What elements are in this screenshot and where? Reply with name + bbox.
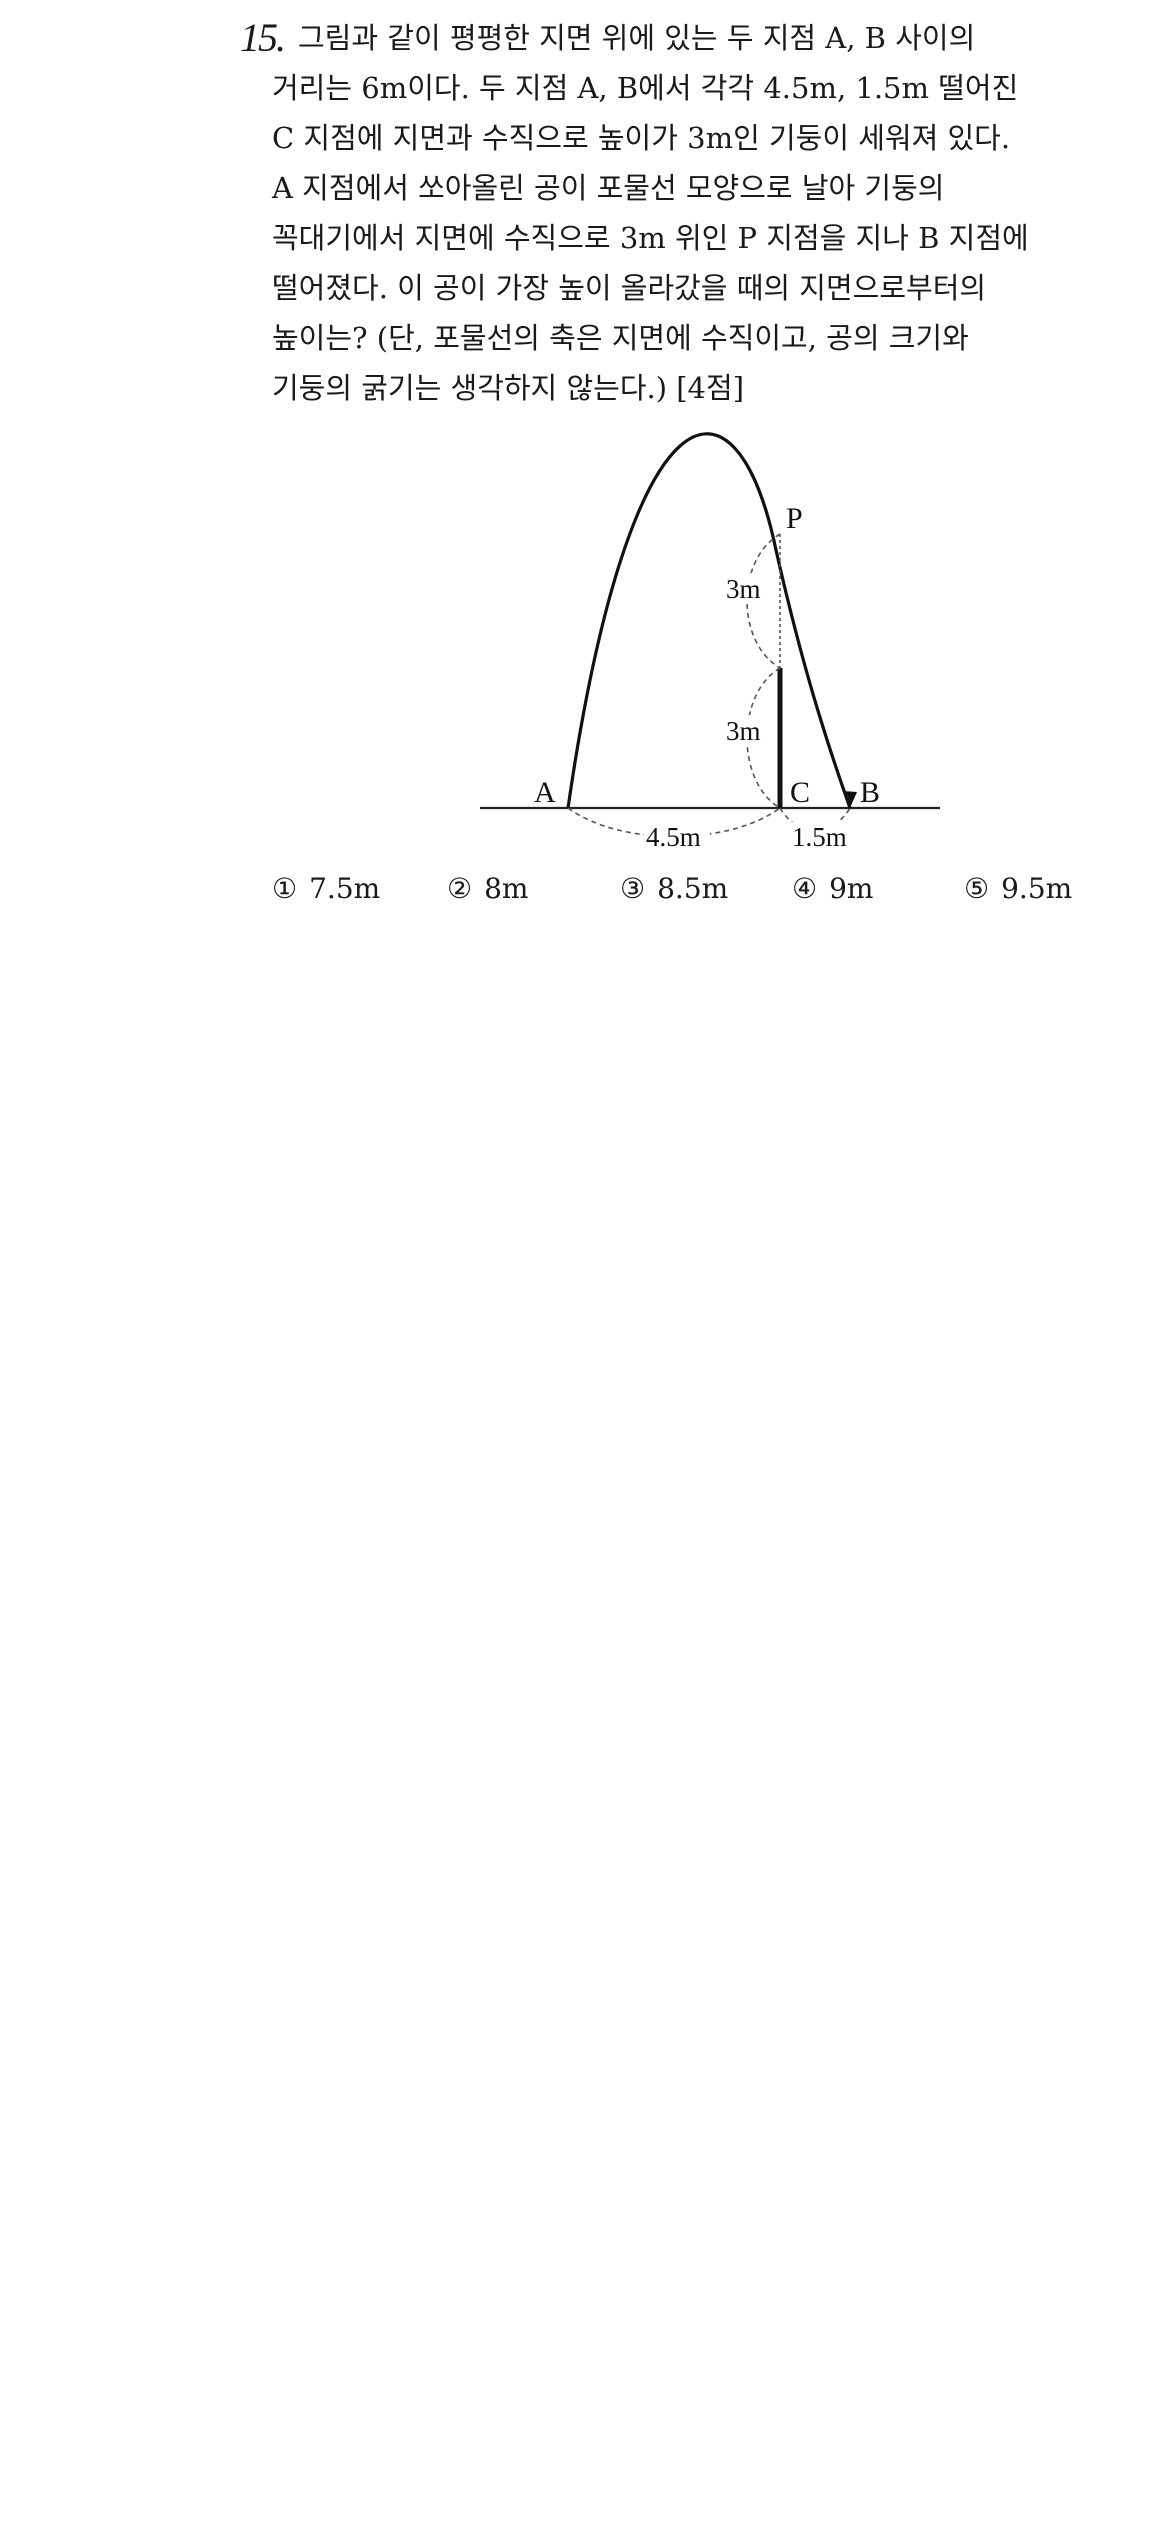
question-number: 15.: [240, 15, 286, 60]
brace-lower: [746, 667, 781, 809]
label-dist-cb: 1.5m: [792, 822, 847, 852]
choice-3-text: 8.5m: [657, 872, 729, 905]
choice-5-text: 9.5m: [1001, 872, 1073, 905]
choice-2-text: 8m: [484, 872, 529, 905]
ball-trajectory: [566, 432, 852, 809]
label-bg-ac: [644, 822, 710, 852]
question-line-6: 떨어졌다. 이 공이 가장 높이 올라갔을 때의 지면으로부터의: [272, 271, 987, 305]
label-point-c: C: [790, 776, 810, 809]
choice-2-number: ②: [447, 872, 473, 905]
label-height-lower: 3m: [726, 716, 761, 746]
choice-1-number: ①: [272, 872, 298, 905]
question-line-3: C 지점에 지면과 수직으로 높이가 3m인 기둥이 세워져 있다.: [272, 121, 1011, 155]
label-point-b: B: [860, 776, 880, 809]
choice-3-number: ③: [620, 872, 646, 905]
label-dist-ac: 4.5m: [646, 822, 701, 852]
brace-upper: [746, 533, 781, 669]
answer-choices: ① 7.5m ② 8m ③ 8.5m ④ 9m ⑤ 9.5m: [272, 872, 1152, 918]
choice-5[interactable]: ⑤ 9.5m: [964, 872, 1072, 905]
choice-4[interactable]: ④ 9m: [792, 872, 873, 905]
choice-5-number: ⑤: [964, 872, 990, 905]
choice-1[interactable]: ① 7.5m: [272, 872, 380, 905]
question-line-2: 거리는 6m이다. 두 지점 A, B에서 각각 4.5m, 1.5m 떨어진: [272, 71, 1019, 105]
label-point-p: P: [786, 502, 803, 535]
question-line-4: A 지점에서 쏘아올린 공이 포물선 모양으로 날아 기둥의: [272, 171, 945, 205]
question-line-8: 기둥의 굵기는 생각하지 않는다.) [4점]: [272, 371, 745, 405]
question-line-5: 꼭대기에서 지면에 수직으로 3m 위인 P 지점을 지나 B 지점에: [272, 221, 1029, 255]
question-line-7: 높이는? (단, 포물선의 축은 지면에 수직이고, 공의 크기와: [272, 321, 969, 355]
label-point-a: A: [534, 776, 556, 809]
choice-3[interactable]: ③ 8.5m: [620, 872, 728, 905]
question-line-1: 그림과 같이 평평한 지면 위에 있는 두 지점 A, B 사이의: [298, 21, 976, 55]
choice-2[interactable]: ② 8m: [447, 872, 528, 905]
label-height-upper: 3m: [726, 574, 761, 604]
choice-1-text: 7.5m: [309, 872, 381, 905]
brace-cb: [779, 807, 851, 832]
label-bg-lower: [724, 715, 770, 745]
label-bg-cb: [790, 822, 856, 852]
choice-4-text: 9m: [829, 872, 874, 905]
parabola-figure: A C B P 3m 3m 4.5m 1.5m: [480, 432, 940, 852]
choice-4-number: ④: [792, 872, 818, 905]
arrow-head: [843, 791, 857, 808]
label-bg-upper: [724, 573, 770, 603]
